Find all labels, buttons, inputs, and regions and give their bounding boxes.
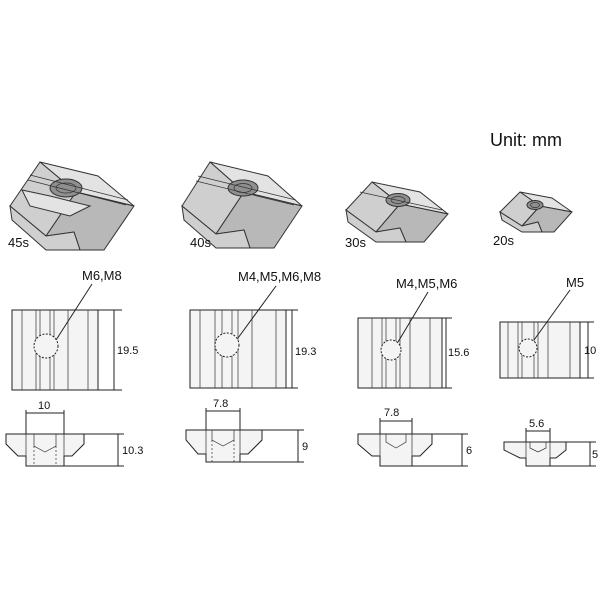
nut-top-view-45s — [11, 283, 122, 391]
nut-3d-view-20s — [499, 191, 573, 233]
slot-width-dimension: 10 — [38, 400, 50, 412]
nut-3d-view-45s — [9, 161, 135, 251]
nut-profile-view-40s — [185, 408, 304, 463]
nut-size-label: 20s — [493, 233, 514, 248]
slot-width-dimension: 7.8 — [213, 398, 228, 410]
depth-dimension: 5 — [592, 449, 598, 461]
nut-size-label: 30s — [345, 235, 366, 250]
thread-size-label: M5 — [566, 275, 584, 290]
nut-top-view-40s — [189, 285, 298, 389]
thread-size-label: M4,M5,M6 — [396, 276, 457, 291]
height-dimension: 10 — [584, 345, 596, 357]
nut-size-label: 45s — [8, 235, 29, 250]
height-dimension: 15.6 — [448, 347, 469, 359]
depth-dimension: 9 — [302, 441, 308, 453]
unit-label: Unit: mm — [490, 130, 562, 150]
nut-profile-view-45s — [5, 410, 124, 467]
height-dimension: 19.3 — [295, 346, 316, 358]
height-dimension: 19.5 — [117, 345, 138, 357]
thread-size-label: M6,M8 — [82, 268, 122, 283]
nut-profile-view-30s — [357, 418, 468, 467]
nut-3d-view-30s — [345, 181, 449, 243]
slot-width-dimension: 5.6 — [529, 418, 544, 430]
depth-dimension: 10.3 — [122, 445, 143, 457]
slot-width-dimension: 7.8 — [384, 407, 399, 419]
thread-size-label: M4,M5,M6,M8 — [238, 269, 321, 284]
nut-top-view-30s — [357, 291, 452, 389]
depth-dimension: 6 — [466, 445, 472, 457]
nut-top-view-20s — [499, 289, 594, 379]
nut-3d-view-40s — [181, 161, 303, 249]
nut-profile-view-20s — [503, 428, 596, 467]
nut-size-label: 40s — [190, 235, 211, 250]
